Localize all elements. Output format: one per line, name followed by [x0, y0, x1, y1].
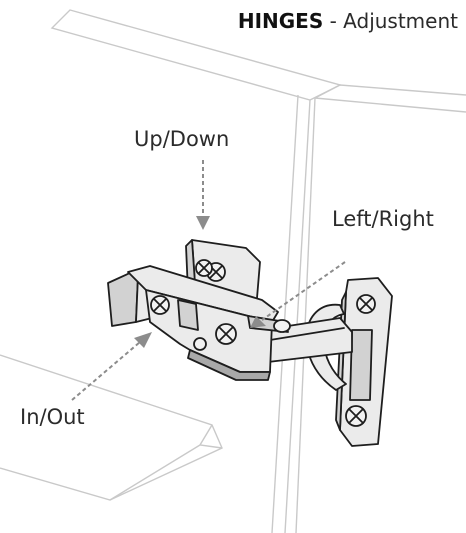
screw-icon — [356, 294, 376, 314]
screw-icon — [195, 259, 213, 277]
door-side-edge — [271, 94, 311, 533]
side-panel-top — [314, 84, 466, 113]
side-panel-edge — [295, 97, 316, 533]
arrow-head-icon — [196, 216, 210, 230]
screw-icon — [193, 337, 207, 351]
arrow-head-icon — [134, 332, 152, 348]
screw-icon — [150, 295, 170, 315]
diagram-title: HINGES - Adjustment — [238, 9, 458, 33]
cabinet-panels — [0, 9, 466, 533]
adjustment-arrows — [71, 160, 346, 401]
title-bold: HINGES — [238, 9, 323, 33]
screw-icon — [345, 405, 367, 427]
label-left-right: Left/Right — [332, 207, 434, 231]
arrow-left-right — [261, 261, 346, 321]
label-in-out: In/Out — [20, 405, 85, 429]
shelf-front-edge — [109, 424, 223, 501]
screw-icon — [215, 323, 237, 345]
arrow-head-icon — [250, 316, 266, 328]
screws — [150, 259, 376, 427]
label-up-down: Up/Down — [134, 127, 229, 151]
arrow-in-out — [71, 341, 141, 401]
hinge-body — [107, 265, 291, 381]
title-rest: - Adjustment — [323, 9, 458, 33]
